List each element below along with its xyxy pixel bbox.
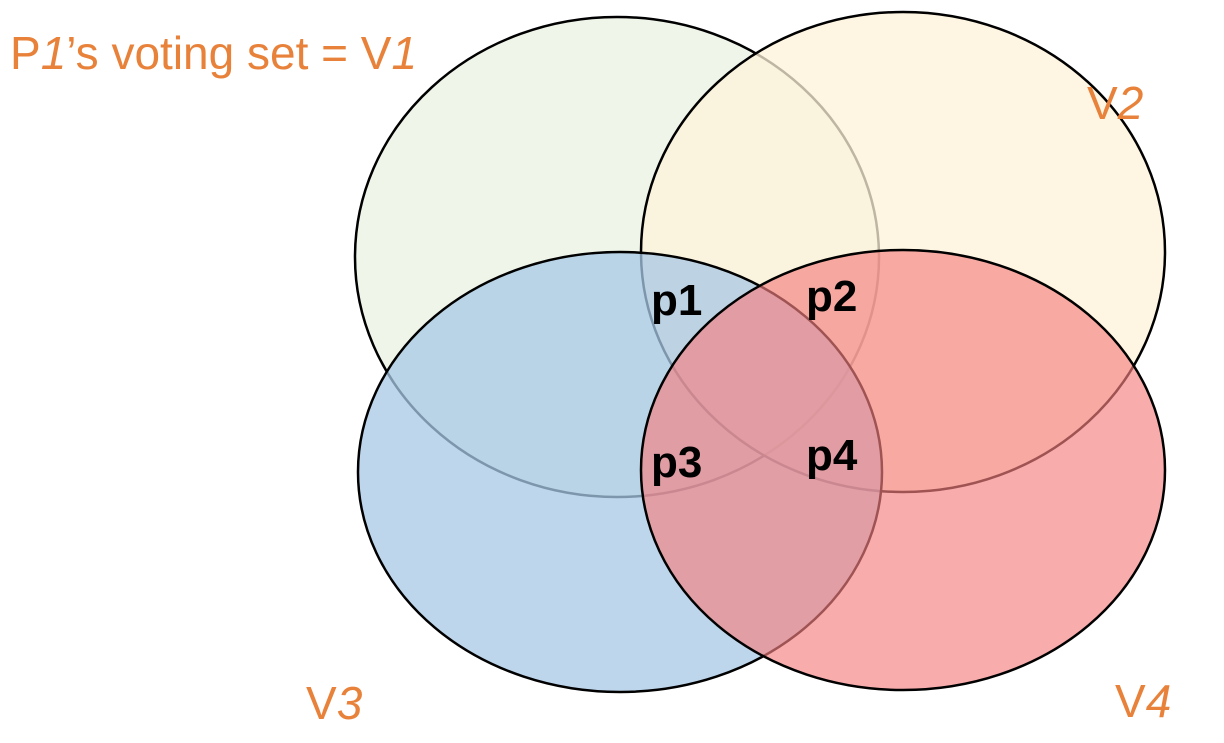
set-v4-ellipse (639, 248, 1167, 692)
set-v3-index: 3 (336, 677, 363, 729)
set-v2-index: 2 (1117, 77, 1144, 129)
point-p3-label: p3 (651, 438, 702, 487)
title-index: 1 (40, 27, 67, 79)
set-v4-index: 4 (1145, 675, 1172, 727)
title-set-index: 1 (391, 27, 418, 79)
point-p1-label: p1 (651, 276, 702, 325)
point-p4-label: p4 (806, 431, 858, 480)
title-prefix: P (10, 27, 41, 79)
title-label: P1’s voting set = V1 (10, 30, 417, 76)
set-v2-label: V2 (1087, 80, 1143, 126)
point-p2-label: p2 (806, 272, 857, 321)
set-v4-name: V (1115, 675, 1146, 727)
set-v2-name: V (1087, 77, 1118, 129)
title-suffix: ’s voting set = V (66, 27, 392, 79)
set-v3-name: V (306, 677, 337, 729)
set-v3-label: V3 (306, 680, 362, 726)
set-v4-label: V4 (1115, 678, 1171, 724)
